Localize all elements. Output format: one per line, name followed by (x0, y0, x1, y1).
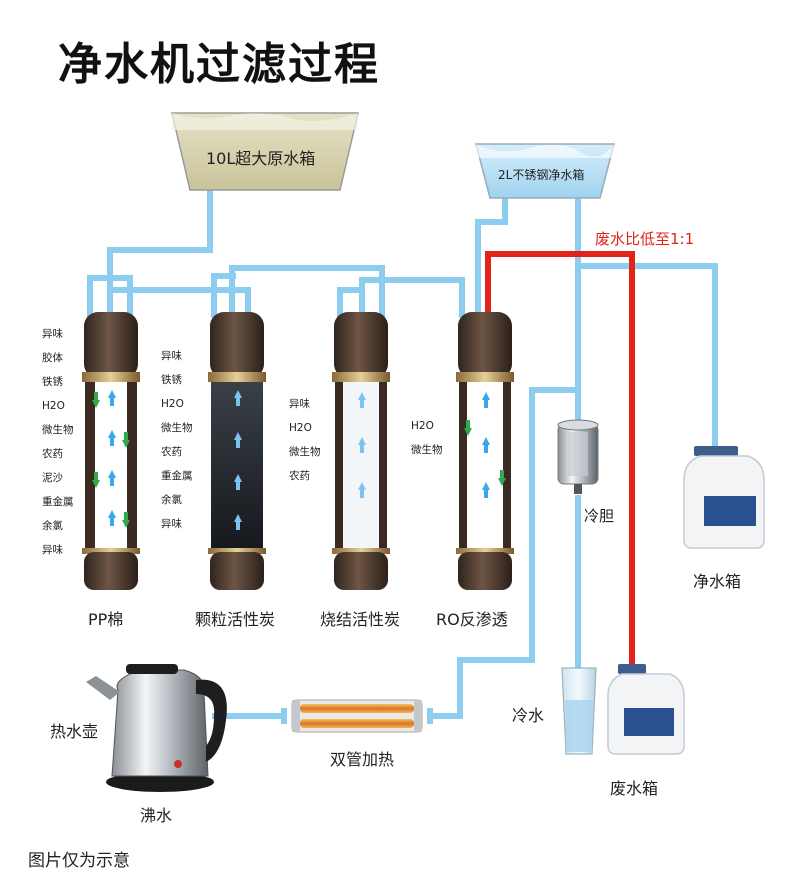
impurity-list-granular: 异味 铁锈 H2O 微生物 农药 重金属 余氯 异味 (161, 344, 193, 536)
cold-tank-label: 冷胆 (584, 507, 615, 525)
clean-tank-label: 2L不锈钢净水箱 (498, 168, 585, 182)
pp-up-arrows (108, 390, 116, 526)
impurity-item: H2O (289, 422, 312, 434)
impurity-item: 重金属 (42, 496, 74, 508)
impurity-item: 异味 (42, 328, 63, 340)
water-pipes (87, 188, 718, 724)
impurity-item: 异味 (42, 544, 63, 556)
sintered-up-arrows (358, 392, 366, 498)
impurity-item: 余氯 (42, 520, 63, 532)
impurity-item: 重金属 (161, 470, 193, 482)
impurity-item: 胶体 (42, 352, 63, 364)
ro-up-arrows (482, 392, 490, 498)
impurity-list-pp: 异味 胶体 铁锈 H2O 微生物 农药 泥沙 重金属 余氯 异味 (42, 322, 74, 562)
impurity-item: 微生物 (161, 422, 193, 434)
impurity-item: H2O (161, 398, 184, 410)
impurity-item: 微生物 (289, 446, 321, 458)
clean-water-tank (475, 143, 615, 199)
filter-label-ro: RO反渗透 (436, 610, 508, 629)
kettle-icon (86, 664, 227, 792)
raw-tank-label: 10L超大原水箱 (206, 149, 316, 168)
impurity-item: H2O (42, 400, 65, 412)
page-title: 净水机过滤过程 (58, 39, 380, 90)
pure-water-box-icon (683, 446, 765, 549)
pp-down-arrows (92, 392, 130, 528)
impurity-item: H2O (411, 420, 434, 432)
waste-water-box-icon (607, 664, 685, 755)
cold-water-label: 冷水 (512, 706, 545, 725)
cold-tank-icon (557, 419, 599, 494)
kettle-label: 热水壶 (50, 722, 99, 741)
waste-pipe (485, 251, 635, 668)
impurity-item: 异味 (161, 518, 182, 530)
impurity-item: 农药 (42, 448, 63, 460)
impurity-item: 铁锈 (42, 376, 63, 388)
pure-water-box-label: 净水箱 (693, 572, 742, 591)
disclaimer-note: 图片仅为示意 (28, 851, 130, 871)
boiling-label: 沸水 (140, 806, 173, 825)
impurity-item: 余氯 (161, 494, 182, 506)
filter-granular (208, 312, 266, 590)
filter-label-sintered: 烧结活性炭 (320, 610, 401, 629)
heater-label: 双管加热 (330, 750, 395, 769)
water-glass-icon (561, 667, 597, 755)
impurity-list-sintered: 异味 H2O 微生物 农药 (289, 392, 321, 488)
impurity-item: 微生物 (42, 424, 74, 436)
filter-sintered (332, 312, 390, 590)
impurity-item: 泥沙 (42, 472, 63, 484)
ro-down-arrows (464, 420, 506, 486)
heater-icon (291, 699, 423, 733)
filter-label-granular: 颗粒活性炭 (195, 610, 276, 629)
filter-ro (456, 312, 514, 590)
impurity-item: 农药 (289, 470, 310, 482)
impurity-item: 微生物 (411, 444, 443, 456)
impurity-item: 铁锈 (161, 374, 182, 386)
impurity-item: 异味 (161, 350, 182, 362)
impurity-item: 异味 (289, 398, 310, 410)
raw-water-tank (171, 112, 359, 191)
granular-up-arrows (234, 390, 242, 530)
waste-ratio-label: 废水比低至1:1 (595, 230, 695, 248)
filter-label-pp: PP棉 (88, 610, 124, 629)
impurity-list-ro: H2O 微生物 (411, 414, 443, 462)
filter-pp (82, 312, 140, 590)
waste-box-label: 废水箱 (610, 779, 659, 798)
impurity-item: 农药 (161, 446, 182, 458)
flow-arrows (92, 390, 506, 530)
